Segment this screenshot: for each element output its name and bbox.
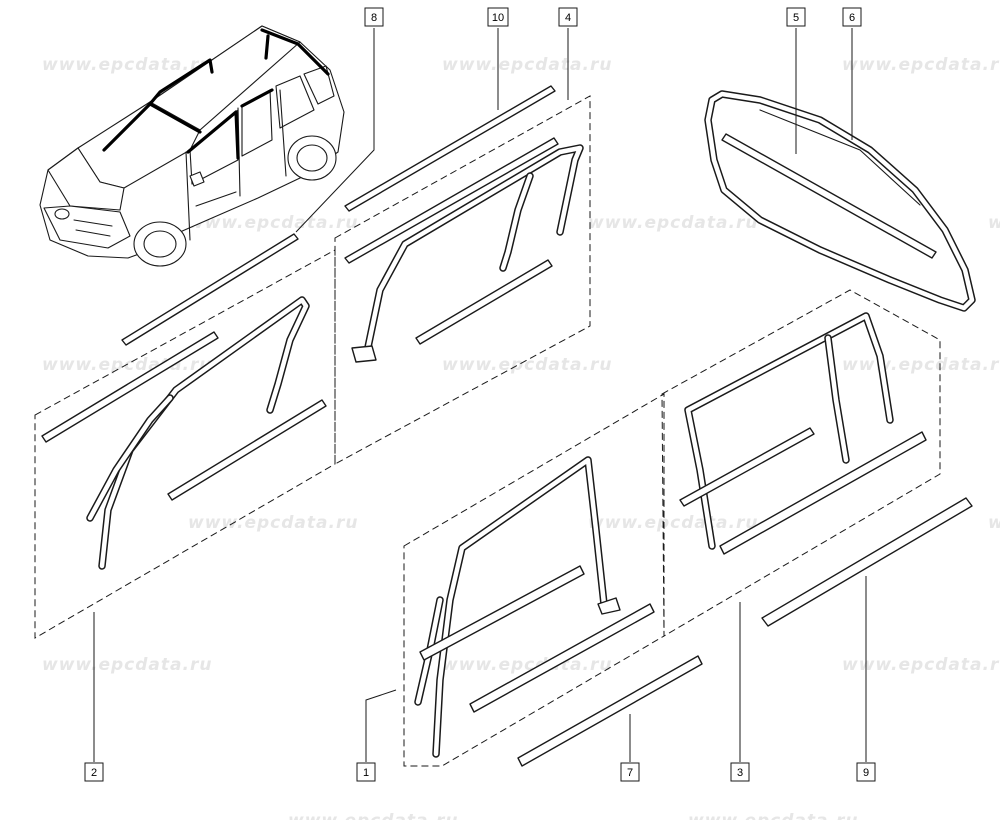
watermark: www.epcdata.ru [842, 55, 1000, 75]
callout-8[interactable]: 8 [364, 7, 384, 27]
callout-10[interactable]: 10 [487, 7, 509, 27]
callout-label: 8 [371, 12, 377, 24]
leader-lines [93, 28, 867, 762]
callout-5[interactable]: 5 [786, 7, 806, 27]
callout-4[interactable]: 4 [558, 7, 578, 27]
part-10-strip [344, 85, 556, 212]
callout-label: 3 [737, 767, 743, 779]
callout-9[interactable]: 9 [856, 762, 876, 782]
watermark: www.epcdata.ru [842, 355, 1000, 375]
callout-3[interactable]: 3 [730, 762, 750, 782]
callout-label: 9 [863, 767, 869, 779]
watermark: www.epcdata.ru [842, 655, 1000, 675]
vehicle-illustration [39, 25, 345, 267]
watermark: www.epcdata.ru [442, 655, 612, 675]
callout-label: 2 [91, 767, 97, 779]
part-5-6-tailgate-seal [704, 90, 976, 312]
callout-label: 1 [363, 767, 369, 779]
part-9-strip [761, 497, 973, 627]
watermark: www.epcdata.ru [442, 55, 612, 75]
part-7-strip [517, 655, 703, 767]
watermark: www.epcdata.ru [588, 513, 758, 533]
callout-label: 4 [565, 12, 571, 24]
watermark: www.epcdata.ru [42, 355, 212, 375]
watermark: www.epcdata.ru [288, 811, 458, 820]
callout-label: 5 [793, 12, 799, 24]
part-1-door-seal-set [403, 393, 665, 767]
watermark: www.epcdata.ru [188, 213, 358, 233]
callout-label: 6 [849, 12, 855, 24]
callout-label: 10 [492, 12, 504, 24]
part-2-door-seal-set [34, 249, 336, 639]
part-3-door-seal-set [661, 289, 941, 637]
watermark: www.epcdata.ru [442, 355, 612, 375]
callout-2[interactable]: 2 [84, 762, 104, 782]
watermark: www.epcdata.ru [188, 513, 358, 533]
part-8-strip [121, 233, 299, 346]
callout-label: 7 [627, 767, 633, 779]
watermark: www.epcdata.ru [42, 55, 212, 75]
callout-7[interactable]: 7 [620, 762, 640, 782]
watermark: www.epcdata.ru [42, 655, 212, 675]
part-4-door-seal-set [334, 95, 591, 465]
watermark: www.epcdata.ru [588, 213, 758, 233]
watermark: www.epcdata.ru [988, 213, 1000, 233]
callout-1[interactable]: 1 [356, 762, 376, 782]
watermark: www.epcdata.ru [988, 513, 1000, 533]
watermark: www.epcdata.ru [688, 811, 858, 820]
callout-6[interactable]: 6 [842, 7, 862, 27]
